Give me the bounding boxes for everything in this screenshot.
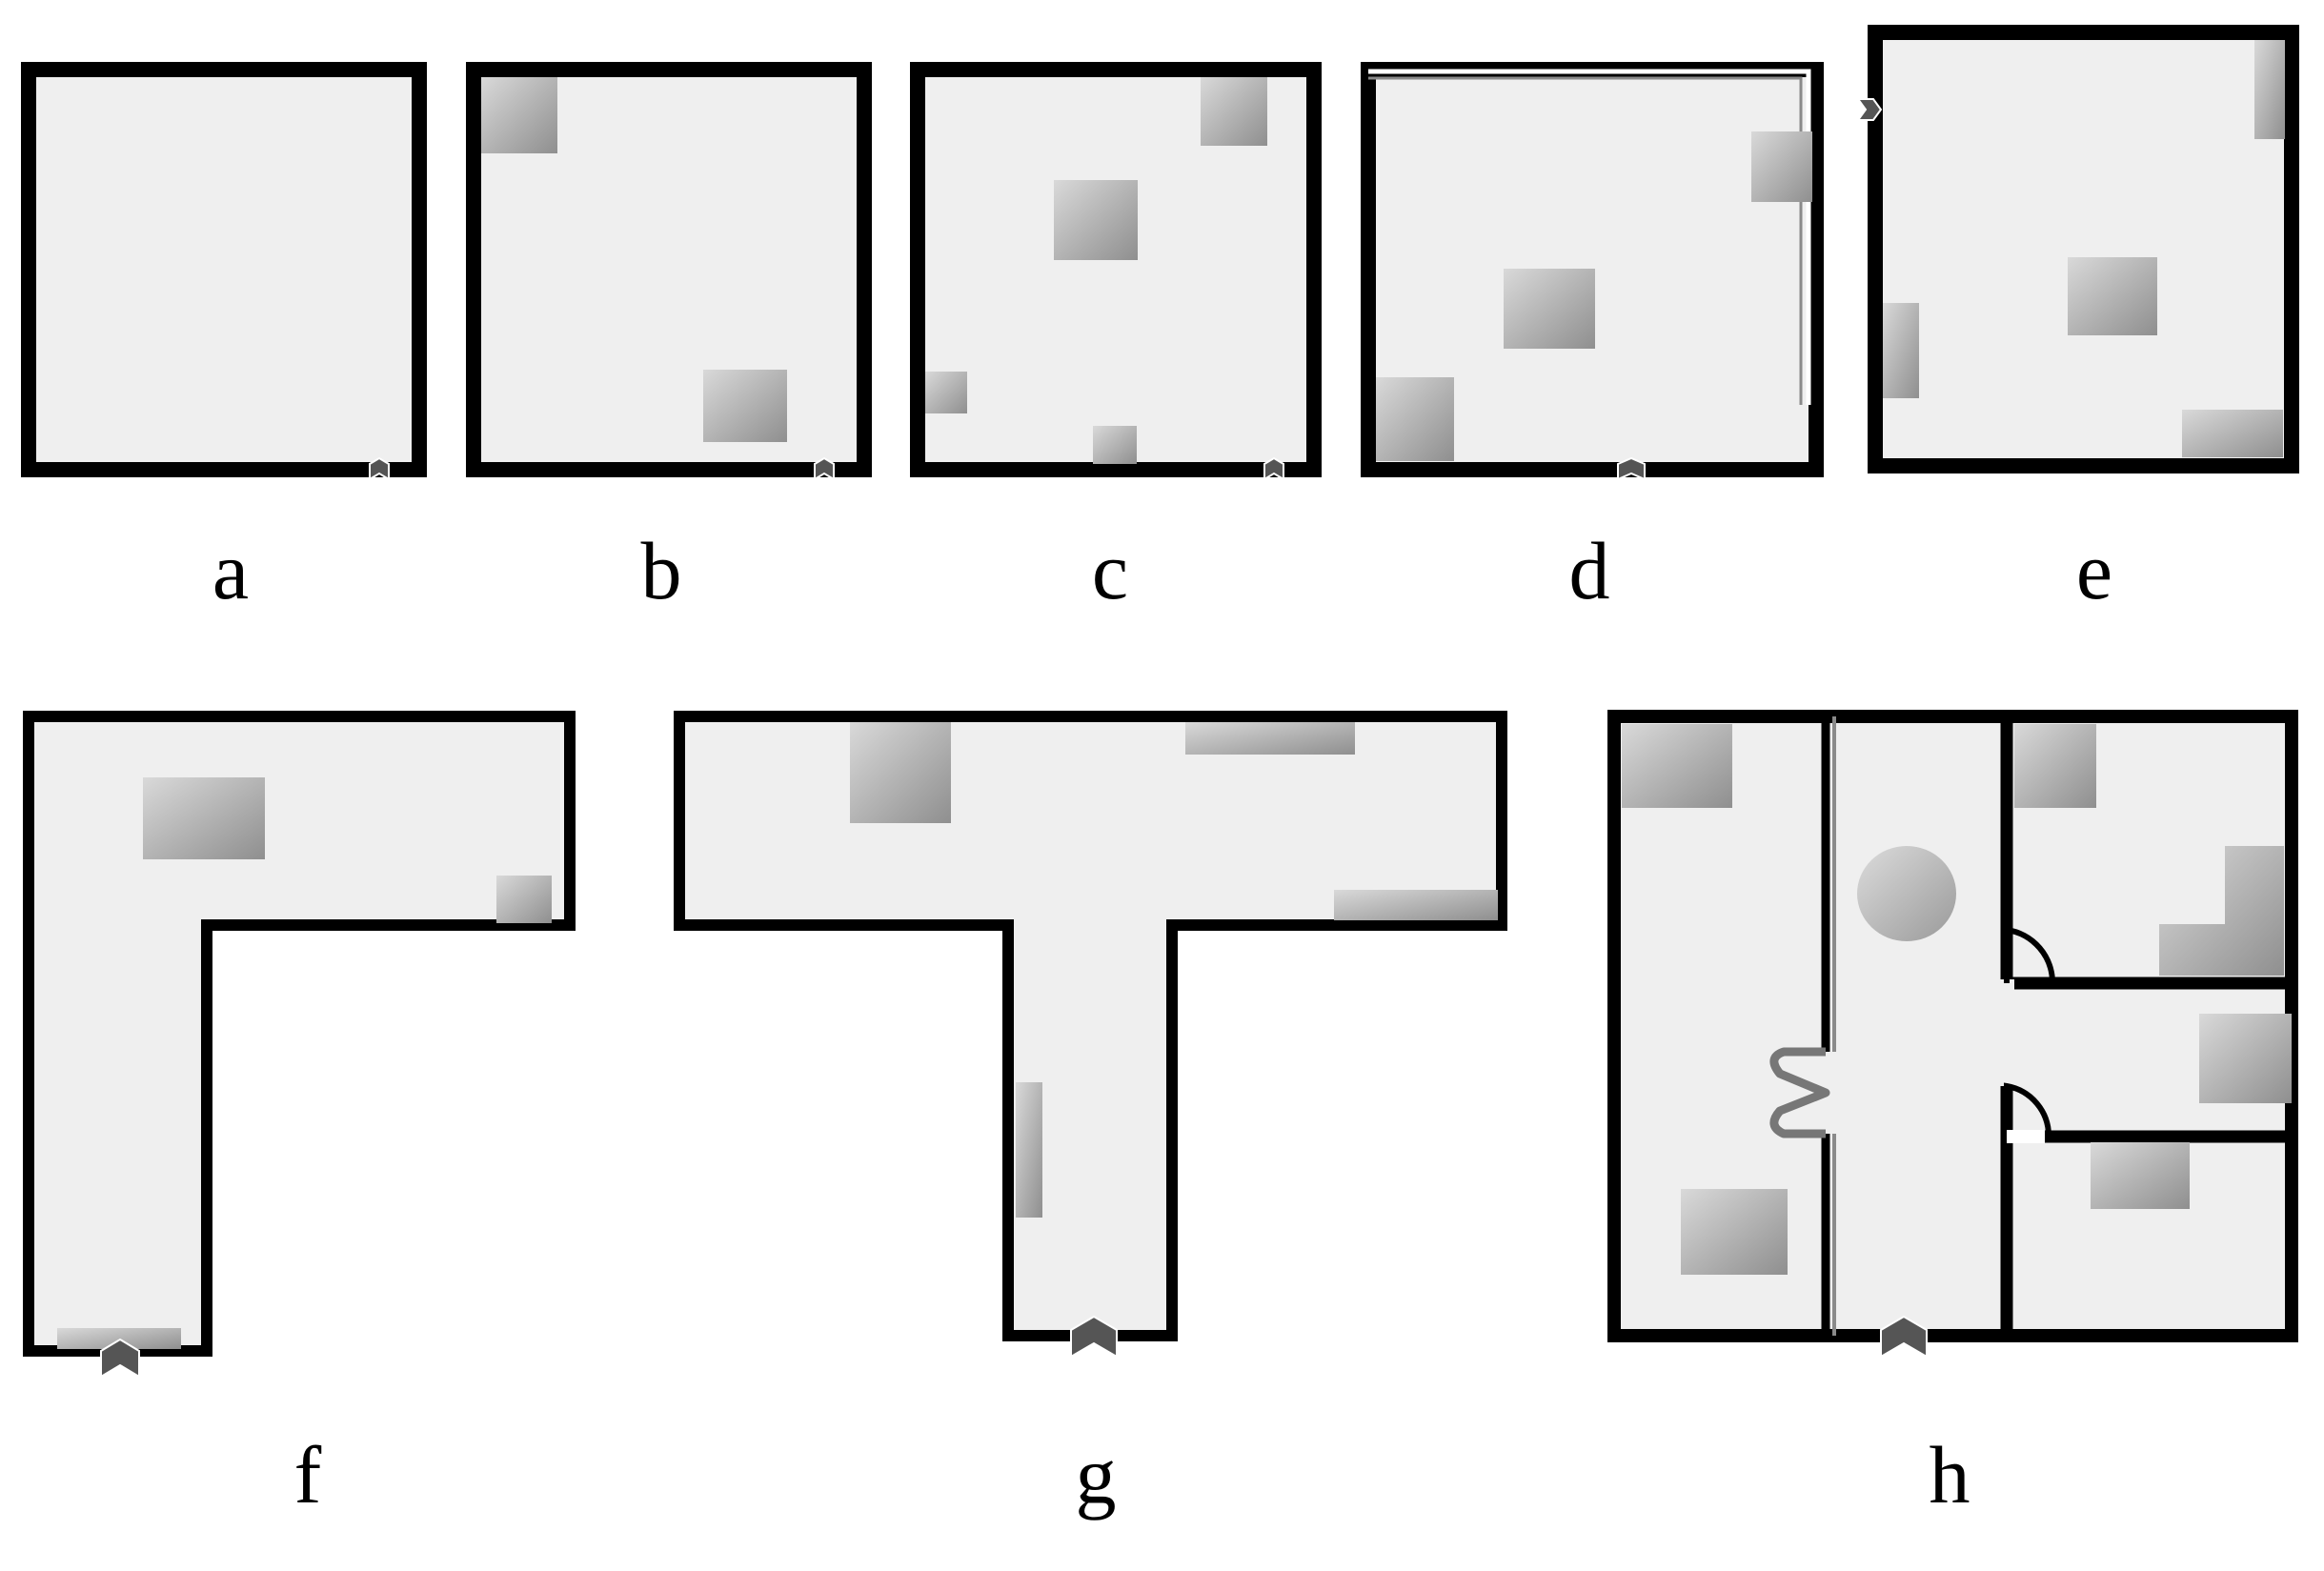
entrance-marker-icon [1263,456,1284,481]
entrance-marker-icon [1880,1315,1928,1359]
entrance-marker-icon [1617,456,1646,481]
door-gap [2007,1130,2045,1143]
furniture-block-icon [1681,1189,1788,1275]
panel-c: c [910,62,1322,616]
furniture-block-icon [2182,410,2283,457]
room-floor [23,711,576,1357]
panel-d: d [1361,62,1824,616]
furniture-block-icon [496,876,552,923]
room-floor [466,62,872,477]
panel-f: f [23,711,576,1521]
panel-label-d: d [1569,525,1610,616]
furniture-block-icon [2091,1142,2190,1209]
room-floor [21,62,427,477]
furniture-block-icon [850,722,951,823]
inner-wall [1368,69,1811,405]
furniture-block-icon [481,77,557,153]
furniture-block-icon [2159,846,2284,976]
entrance-marker-icon [100,1338,140,1379]
furniture-block-icon [925,372,967,413]
panel-label-f: f [294,1429,322,1521]
furniture-block-icon [1185,722,1355,755]
entrance-marker-icon [1070,1315,1118,1359]
furniture-block-icon [57,1328,181,1349]
furniture-block-icon [1622,724,1732,808]
door-swing-icon [2004,1082,2052,1138]
panel-h: h [1607,710,2298,1521]
furniture-block-icon [143,777,265,859]
entrance-marker-icon [814,456,835,481]
furniture-block-icon [1883,303,1919,398]
inner-wall [1368,76,1803,405]
furniture-block-icon [2254,40,2285,139]
panel-b: b [466,62,872,616]
furniture-block-icon [1376,377,1454,461]
furniture-block-icon [2199,1014,2292,1103]
furniture-block-icon [703,370,787,442]
door-swing-icon [1769,1047,1830,1138]
room-floor [674,711,1507,1341]
door-gap [1999,979,2014,1086]
panel-label-g: g [1076,1429,1117,1521]
entrance-marker-icon [1856,98,1883,121]
panel-e: e [1856,25,2299,616]
furniture-block-icon [1201,77,1267,146]
round-table-icon [1857,846,1956,941]
entrance-marker-icon [369,456,390,481]
panel-label-h: h [1930,1429,1970,1521]
furniture-block-icon [1054,180,1138,260]
furniture-block-icon [1751,131,1812,202]
room-floor [1868,25,2299,473]
furniture-block-icon [1504,269,1595,349]
panel-label-a: a [212,525,249,616]
door-swing-icon [2004,926,2056,984]
furniture-block-icon [1016,1082,1042,1218]
panel-label-e: e [2076,525,2112,616]
furniture-block-icon [1093,426,1137,464]
furniture-block-icon [2068,257,2157,335]
panel-label-b: b [641,525,682,616]
panel-a: a [21,62,427,616]
furniture-block-icon [2014,724,2096,808]
furniture-block-icon [1334,890,1498,920]
panel-g: g [674,711,1507,1521]
panel-label-c: c [1092,525,1128,616]
